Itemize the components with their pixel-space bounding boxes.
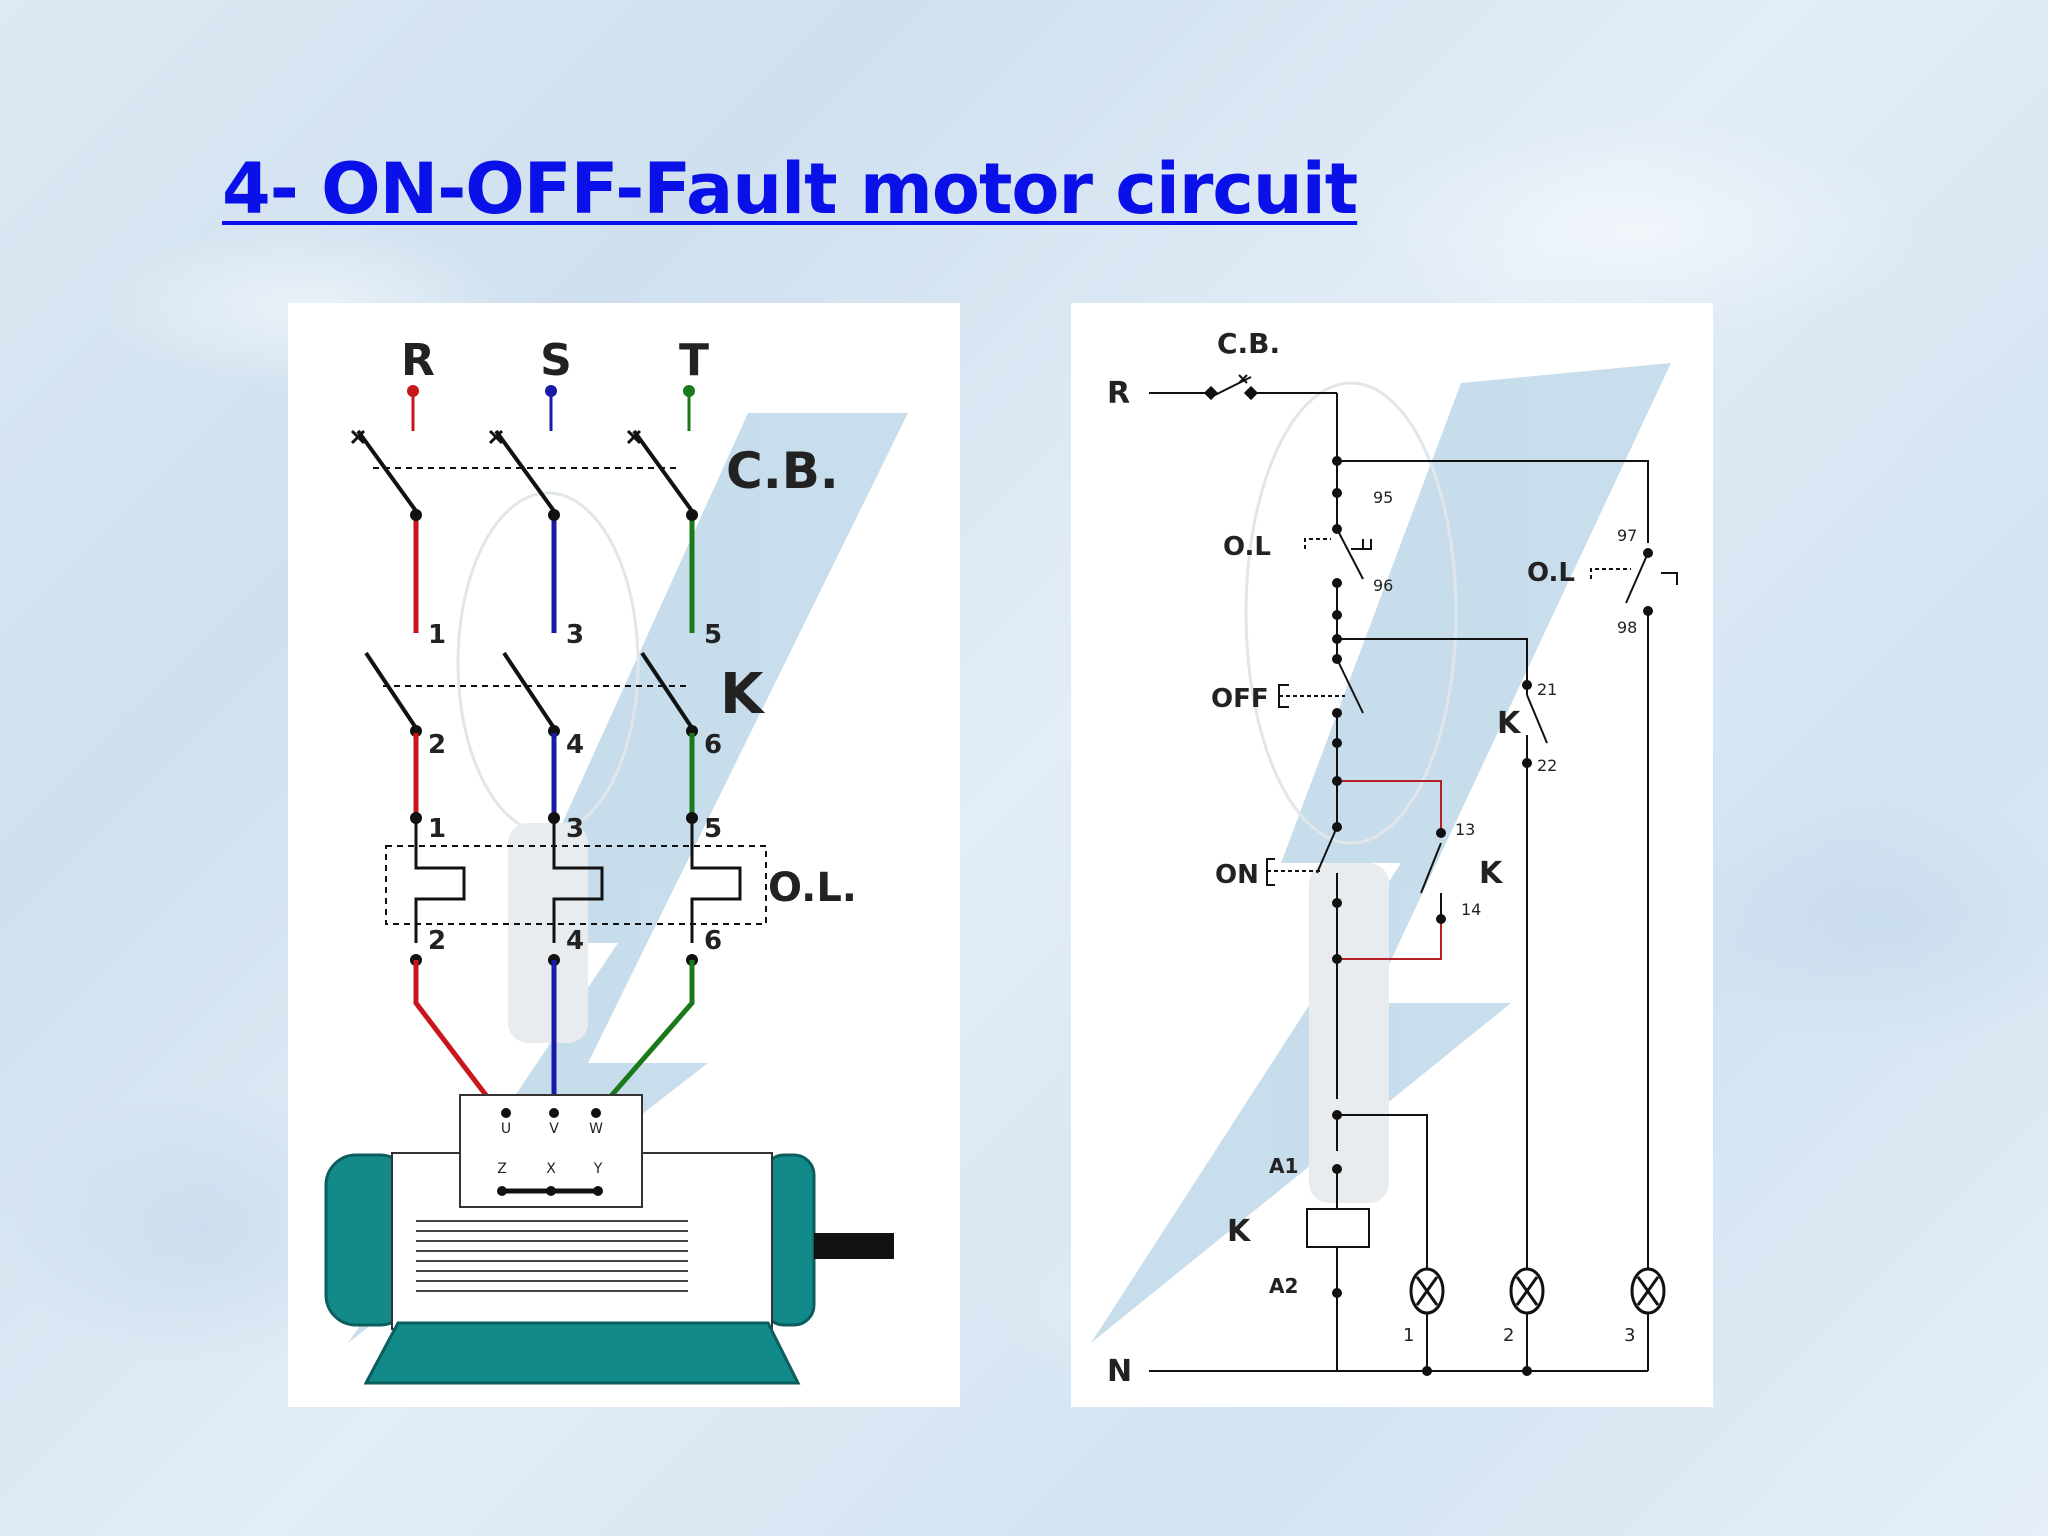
watermark-logo	[1091, 363, 1671, 1343]
on-pushbutton	[1266, 781, 1338, 903]
overload-bottom-terminal-6: 6	[704, 926, 722, 956]
motor-terminal-box: U V W Z X Y	[497, 1108, 603, 1196]
overload-bottom-terminal-2: 2	[428, 926, 446, 956]
neutral-label: N	[1107, 1354, 1132, 1389]
control-circuit-breaker	[1149, 374, 1337, 401]
overload-nc-contact-95-96	[1304, 528, 1372, 580]
motor-terminal-v: V	[549, 1121, 559, 1137]
overload-no-terminal-97: 97	[1617, 526, 1637, 545]
motor-terminal-x: X	[546, 1161, 556, 1177]
indicator-lamp-2	[1509, 1267, 1545, 1315]
overload-no-contact-97-98	[1590, 552, 1678, 604]
power-circuit-diagram: R S T C.B. 1 3 5 K 2 4 6	[324, 335, 908, 1385]
contactor-bottom-terminal-6: 6	[704, 730, 722, 760]
off-button-label: OFF	[1211, 684, 1269, 714]
overload-label: O.L.	[768, 865, 857, 911]
motor-terminal-w: W	[589, 1121, 603, 1137]
slide-title: 4- ON-OFF-Fault motor circuit	[222, 148, 1358, 230]
contactor-top-terminal-5: 5	[704, 620, 722, 650]
overload-top-terminals	[410, 812, 698, 824]
cb-terminals	[410, 509, 698, 521]
motor	[324, 1094, 894, 1385]
phase-arrows	[407, 385, 695, 431]
overload-top-terminal-3: 3	[566, 814, 584, 844]
on-button-label: ON	[1215, 860, 1259, 890]
overload-nc-label: O.L	[1223, 532, 1271, 562]
control-circuit-panel: R C.B. O.L 95 96 O.L 97 98	[1071, 303, 1713, 1407]
overload-top-terminal-1: 1	[428, 814, 446, 844]
contactor-label: K	[720, 662, 766, 727]
holding-contact-terminal-13: 13	[1455, 820, 1475, 839]
seal-in-circuit	[1337, 780, 1442, 960]
lamp-label-1: 1	[1403, 1325, 1414, 1346]
main-control-line	[1336, 393, 1649, 1371]
overload-relay	[385, 823, 767, 943]
overload-bottom-terminal-4: 4	[566, 926, 584, 956]
line-label-r: R	[1107, 376, 1130, 411]
motor-terminal-u: U	[501, 1121, 511, 1137]
phase-label-s: S	[540, 335, 572, 386]
contactor-bottom-terminal-4: 4	[566, 730, 584, 760]
phase-wires-upper	[413, 515, 695, 633]
overload-nc-terminal-95: 95	[1373, 488, 1393, 507]
contactor-main-contacts	[364, 651, 694, 730]
watermark-logo	[348, 413, 908, 1343]
nc-contact-terminal-21: 21	[1537, 680, 1557, 699]
overload-no-label: O.L	[1527, 558, 1575, 588]
contactor-bottom-terminal-2: 2	[428, 730, 446, 760]
indicator-lamp-1	[1409, 1267, 1445, 1315]
motor-feed-wires	[413, 960, 695, 1113]
control-circuit-diagram: R C.B. O.L 95 96 O.L 97 98	[1091, 327, 1678, 1389]
power-circuit-panel: R S T C.B. 1 3 5 K 2 4 6	[288, 303, 960, 1407]
coil-terminal-a2: A2	[1269, 1274, 1298, 1298]
junction-dots	[1332, 456, 1653, 1376]
contactor-top-terminal-3: 3	[566, 620, 584, 650]
contactor-top-terminal-1: 1	[428, 620, 446, 650]
indicator-lamp-3	[1630, 1267, 1666, 1315]
lamp-label-3: 3	[1624, 1325, 1635, 1346]
nc-contact-terminal-22: 22	[1537, 756, 1557, 775]
overload-nc-terminal-96: 96	[1373, 576, 1393, 595]
lamp-label-2: 2	[1503, 1325, 1514, 1346]
coil-terminal-a1: A1	[1269, 1154, 1298, 1178]
control-breaker-label: C.B.	[1217, 327, 1280, 360]
motor-terminal-y: Y	[593, 1161, 603, 1177]
phase-wires-middle	[413, 733, 695, 818]
overload-top-terminal-5: 5	[704, 814, 722, 844]
holding-contact-terminal-14: 14	[1461, 900, 1481, 919]
contactor-terminals	[410, 725, 698, 737]
holding-contact-label: K	[1479, 856, 1504, 891]
phase-label-t: T	[679, 335, 709, 386]
overload-no-terminal-98: 98	[1617, 618, 1637, 637]
phase-label-r: R	[401, 335, 435, 386]
nc-contact-label: K	[1497, 706, 1522, 741]
motor-terminal-z: Z	[497, 1161, 507, 1177]
breaker-label: C.B.	[726, 442, 839, 500]
coil-label: K	[1227, 1214, 1252, 1249]
circuit-breaker	[350, 429, 694, 513]
